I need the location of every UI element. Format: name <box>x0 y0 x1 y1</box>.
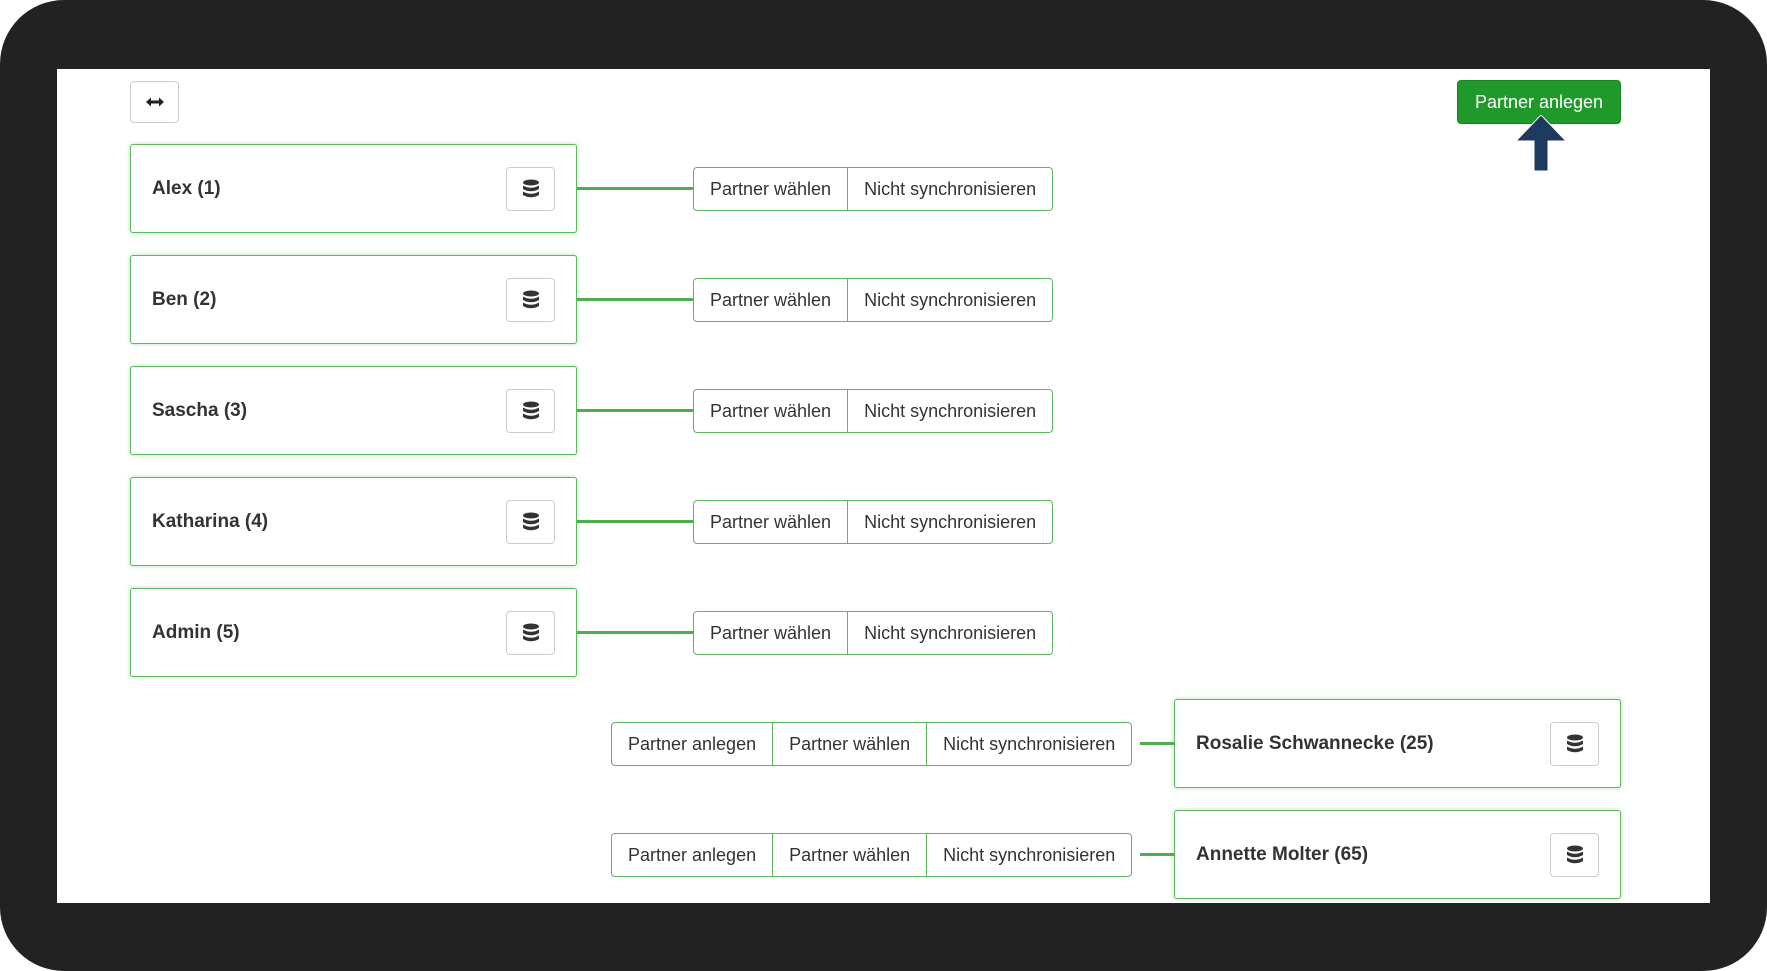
do-not-sync-button[interactable]: Nicht synchronisieren <box>847 612 1052 654</box>
database-button[interactable] <box>506 167 555 211</box>
create-partner-button[interactable]: Partner anlegen <box>628 845 757 865</box>
choose-partner-button[interactable]: Partner wählen <box>710 623 832 643</box>
database-icon <box>522 290 539 309</box>
database-button[interactable] <box>506 389 555 433</box>
user-card: Alex (1) <box>130 144 577 233</box>
do-not-sync-button[interactable]: Nicht synchronisieren <box>847 279 1052 321</box>
do-not-sync-button[interactable]: Nicht synchronisieren <box>926 723 1131 765</box>
database-icon <box>1566 845 1583 864</box>
choose-partner-button[interactable]: Partner wählen <box>710 290 832 310</box>
do-not-sync-button[interactable]: Nicht synchronisieren <box>847 501 1052 543</box>
partner-name: Rosalie Schwannecke (25) <box>1196 733 1434 754</box>
partner-button-group: Partner anlegen Partner wählen Nicht syn… <box>611 722 1133 766</box>
database-button[interactable] <box>1550 722 1599 766</box>
partner-button-group: Partner wählen Nicht synchronisieren <box>693 389 1054 433</box>
choose-partner-button[interactable]: Partner wählen <box>710 179 832 199</box>
user-card: Katharina (4) <box>130 477 577 566</box>
partner-button-group: Partner wählen Nicht synchronisieren <box>693 167 1054 211</box>
choose-partner-button[interactable]: Partner wählen <box>710 512 832 532</box>
connector-line <box>577 298 693 301</box>
user-name: Ben (2) <box>152 289 217 310</box>
connector-line <box>577 187 693 190</box>
database-button[interactable] <box>506 278 555 322</box>
connector-line <box>577 631 693 634</box>
database-icon <box>522 623 539 642</box>
connector-line <box>1140 742 1174 745</box>
database-icon <box>522 512 539 531</box>
partner-button-group: Partner wählen Nicht synchronisieren <box>693 611 1054 655</box>
database-icon <box>522 179 539 198</box>
database-button[interactable] <box>1550 833 1599 877</box>
user-name: Sascha (3) <box>152 400 248 421</box>
choose-partner-button[interactable]: Partner wählen <box>772 834 926 876</box>
partner-card: Rosalie Schwannecke (25) <box>1174 699 1621 788</box>
database-button[interactable] <box>506 500 555 544</box>
user-card: Admin (5) <box>130 588 577 677</box>
database-icon <box>522 401 539 420</box>
partner-card: Annette Molter (65) <box>1174 810 1621 899</box>
partner-button-group: Partner wählen Nicht synchronisieren <box>693 500 1054 544</box>
user-card: Ben (2) <box>130 255 577 344</box>
partner-button-group: Partner anlegen Partner wählen Nicht syn… <box>611 833 1133 877</box>
user-name: Alex (1) <box>152 178 221 199</box>
choose-partner-button[interactable]: Partner wählen <box>710 401 832 421</box>
connector-line <box>1140 853 1174 856</box>
do-not-sync-button[interactable]: Nicht synchronisieren <box>847 390 1052 432</box>
create-partner-button[interactable]: Partner anlegen <box>628 734 757 754</box>
database-icon <box>1566 734 1583 753</box>
user-name: Admin (5) <box>152 622 240 643</box>
partner-button-group: Partner wählen Nicht synchronisieren <box>693 278 1054 322</box>
user-name: Katharina (4) <box>152 511 269 532</box>
connector-line <box>577 409 693 412</box>
choose-partner-button[interactable]: Partner wählen <box>772 723 926 765</box>
connector-line <box>577 520 693 523</box>
expand-width-button[interactable] <box>130 81 179 123</box>
screen: Partner anlegen Alex (1) Partner wählen … <box>57 69 1710 903</box>
do-not-sync-button[interactable]: Nicht synchronisieren <box>926 834 1131 876</box>
user-card: Sascha (3) <box>130 366 577 455</box>
horizontal-expand-icon <box>145 97 164 107</box>
partner-name: Annette Molter (65) <box>1196 844 1369 865</box>
do-not-sync-button[interactable]: Nicht synchronisieren <box>847 168 1052 210</box>
database-button[interactable] <box>506 611 555 655</box>
arrow-up-icon <box>1515 115 1567 171</box>
